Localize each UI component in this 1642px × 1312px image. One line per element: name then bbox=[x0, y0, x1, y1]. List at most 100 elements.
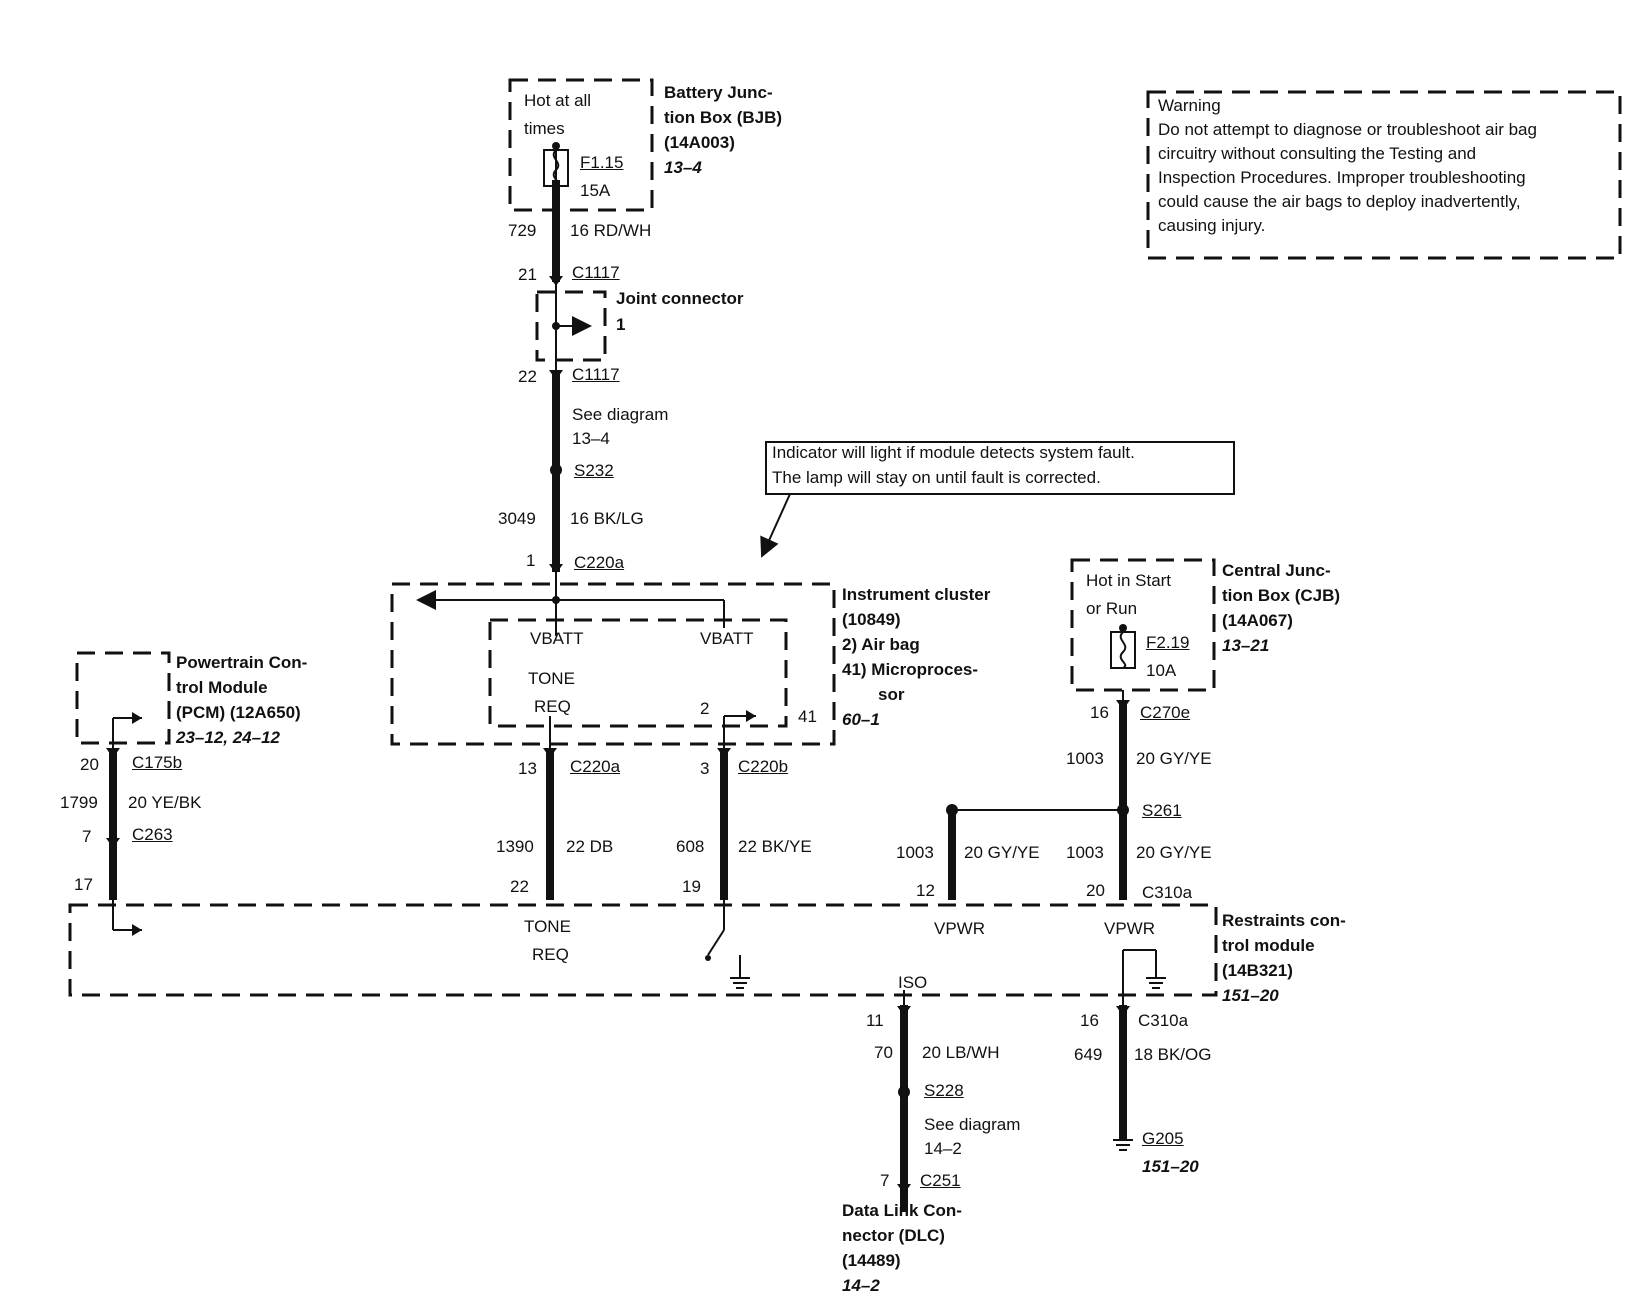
dlc-ref: 14–2 bbox=[842, 1276, 880, 1295]
rcm-vpwr-right: VPWR bbox=[1104, 919, 1155, 938]
see-diagram-1-line1: See diagram bbox=[572, 405, 669, 424]
tone-conn-c220a: C220a bbox=[570, 757, 621, 776]
cjb-name1: Central Junc- bbox=[1222, 561, 1331, 580]
rcm-iso: ISO bbox=[898, 973, 928, 992]
cluster-name5: sor bbox=[878, 685, 905, 704]
cluster-tone: TONE bbox=[528, 669, 575, 688]
wire-608-circuit: 608 bbox=[676, 837, 705, 856]
dlc-name: Data Link Con- nector (DLC) (14489) 14–2 bbox=[842, 1198, 962, 1298]
bjb-name2: tion Box (BJB) bbox=[664, 108, 783, 127]
see-diagram-2-line1: See diagram bbox=[924, 1115, 1021, 1134]
ground-g205-label: G205 bbox=[1142, 1129, 1184, 1148]
wire-1003-cjb-spec: 20 GY/YE bbox=[1136, 749, 1212, 768]
cjb-ref: 13–21 bbox=[1222, 636, 1270, 655]
joint-connector-box bbox=[535, 290, 607, 362]
instrument-cluster-box bbox=[390, 582, 836, 746]
wire-70-circuit: 70 bbox=[874, 1043, 893, 1062]
indicator-note-box bbox=[765, 441, 1235, 495]
rcm-ref: 151–20 bbox=[1222, 986, 1279, 1005]
lamp-conn-c220b: C220b bbox=[738, 757, 789, 776]
c220a-top-pin: 1 bbox=[526, 551, 536, 570]
joint-connector-name: Joint connector bbox=[616, 289, 744, 308]
cluster-req: REQ bbox=[534, 697, 571, 716]
wire-1003-left-spec: 20 GY/YE bbox=[964, 843, 1040, 862]
wire-649-spec: 18 BK/OG bbox=[1134, 1045, 1212, 1064]
wire-1003-right-spec: 20 GY/YE bbox=[1136, 843, 1212, 862]
wire-1390-spec: 22 DB bbox=[566, 837, 614, 856]
wire-1003-cjb-circuit: 1003 bbox=[1066, 749, 1104, 768]
wire-729-circuit: 729 bbox=[508, 221, 537, 240]
dlc-name2: nector (DLC) bbox=[842, 1226, 945, 1245]
pcm-name3: (PCM) (12A650) bbox=[176, 703, 301, 722]
cluster-name2: (10849) bbox=[842, 610, 901, 629]
splice-s228-label: S228 bbox=[924, 1081, 964, 1100]
bjb-fuse-label: F1.15 bbox=[580, 153, 624, 172]
c1117-top-pin: 21 bbox=[518, 265, 537, 284]
dlc-name3: (14489) bbox=[842, 1251, 901, 1270]
ground-conn-c310a: C310a bbox=[1138, 1011, 1189, 1030]
c220a-top-conn: C220a bbox=[574, 553, 625, 572]
lamp-pin3: 3 bbox=[700, 759, 710, 778]
wire-1799-spec: 20 YE/BK bbox=[128, 793, 202, 812]
wire-608-spec: 22 BK/YE bbox=[738, 837, 812, 856]
bjb-ref: 13–4 bbox=[664, 158, 702, 177]
bjb-name3: (14A003) bbox=[664, 133, 735, 152]
warning-line1: Do not attempt to diagnose or troublesho… bbox=[1158, 120, 1537, 139]
cjb-name3: (14A067) bbox=[1222, 611, 1293, 630]
cjb-name: Central Junc- tion Box (CJB) (14A067) 13… bbox=[1222, 558, 1340, 658]
splice-s232-label: S232 bbox=[574, 461, 614, 480]
splice-s261-label: S261 bbox=[1142, 801, 1182, 820]
cjb-fuse-label: F2.19 bbox=[1146, 633, 1190, 652]
see-diagram-2-line2: 14–2 bbox=[924, 1139, 962, 1158]
warning-line2: circuitry without consulting the Testing… bbox=[1158, 144, 1477, 163]
c1117-bottom-conn: C1117 bbox=[572, 365, 620, 384]
cluster-vbatt-right: VBATT bbox=[700, 629, 754, 648]
warning-box bbox=[1146, 90, 1622, 260]
conn-c263: C263 bbox=[132, 825, 173, 844]
rcm-name3: (14B321) bbox=[1222, 961, 1293, 980]
rcm-req: REQ bbox=[532, 945, 569, 964]
pcm-ref: 23–12, 24–12 bbox=[176, 728, 280, 747]
bjb-name1: Battery Junc- bbox=[664, 83, 773, 102]
cluster-inner-box bbox=[488, 618, 788, 728]
rcm-tone: TONE bbox=[524, 917, 571, 936]
wire-729-spec: 16 RD/WH bbox=[570, 221, 652, 240]
cjb-pin16: 16 bbox=[1090, 703, 1109, 722]
cluster-pin2: 2 bbox=[700, 699, 710, 718]
pcm-pin17: 17 bbox=[74, 875, 93, 894]
dlc-name1: Data Link Con- bbox=[842, 1201, 962, 1220]
dlc-conn-c251: C251 bbox=[920, 1171, 961, 1190]
cluster-name1: Instrument cluster bbox=[842, 585, 991, 604]
vpwr-left-pin12: 12 bbox=[916, 881, 935, 900]
see-diagram-1-line2: 13–4 bbox=[572, 429, 610, 448]
pcm-box bbox=[75, 651, 171, 745]
warning-line4: could cause the air bags to deploy inadv… bbox=[1158, 192, 1521, 211]
pcm-name2: trol Module bbox=[176, 678, 268, 697]
bjb-hot-line1: Hot at all bbox=[524, 91, 592, 110]
conn-c175b: C175b bbox=[132, 753, 183, 772]
cluster-vbatt-left: VBATT bbox=[530, 629, 584, 648]
iso-pin11: 11 bbox=[866, 1011, 884, 1030]
wire-70-spec: 20 LB/WH bbox=[922, 1043, 1000, 1062]
splice-s261 bbox=[1117, 804, 1129, 816]
splice-s228 bbox=[898, 1086, 910, 1098]
cjb-box bbox=[1070, 558, 1216, 692]
rcm-name: Restraints con- trol module (14B321) 151… bbox=[1222, 908, 1346, 1008]
cjb-conn-c270e: C270e bbox=[1140, 703, 1191, 722]
cluster-ref: 60–1 bbox=[842, 710, 880, 729]
cluster-pin41: 41 bbox=[798, 707, 817, 726]
joint-connector-pin: 1 bbox=[616, 315, 626, 334]
c1117-top-conn: C1117 bbox=[572, 263, 620, 282]
bjb-fuse-amps: 15A bbox=[580, 181, 611, 200]
tone-pin22: 22 bbox=[510, 877, 529, 896]
rcm-name1: Restraints con- bbox=[1222, 911, 1346, 930]
pcm-name1: Powertrain Con- bbox=[176, 653, 308, 672]
cjb-hot-line1: Hot in Start bbox=[1086, 571, 1172, 590]
warning-line5: causing injury. bbox=[1158, 216, 1266, 235]
wire-1003-right-circuit: 1003 bbox=[1066, 843, 1104, 862]
ground-ref: 151–20 bbox=[1142, 1157, 1199, 1176]
ground-pin16: 16 bbox=[1080, 1011, 1099, 1030]
pcm-pin7: 7 bbox=[82, 827, 92, 846]
wire-1799-circuit: 1799 bbox=[60, 793, 98, 812]
